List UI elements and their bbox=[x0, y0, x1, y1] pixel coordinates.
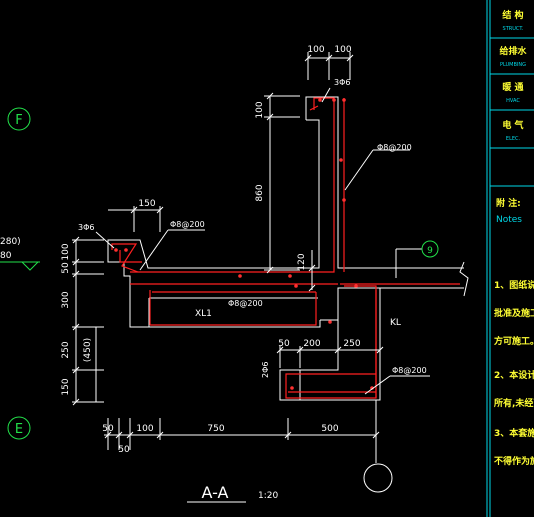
dim-bottom-100: 100 bbox=[136, 424, 153, 434]
rebar-callouts: 3Φ6 3Φ6 2Φ6 Φ8@200 Φ8@200 Φ8@200 Φ8@200 bbox=[78, 78, 430, 395]
grid-axis-f: F bbox=[7, 107, 31, 131]
left-cut-text-1: 280) bbox=[0, 237, 21, 247]
rebar-label-ledge: Φ8@200 bbox=[170, 220, 205, 229]
titleblock-row-hvac: 暖 通 HVAC bbox=[502, 81, 523, 104]
rebar-label-top-tie: 3Φ6 bbox=[334, 78, 350, 87]
dim-wall-height: 100 860 bbox=[255, 92, 300, 274]
rebar-label-slab: Φ8@200 bbox=[228, 299, 263, 308]
notes-line-2: 批准及施工 bbox=[494, 307, 534, 319]
titleblock-row-elec: 电 气 ELEC. bbox=[502, 119, 523, 142]
level-marker bbox=[0, 261, 40, 271]
titleblock-hvac-sub: HVAC bbox=[506, 98, 520, 104]
rebar-label-wall: Φ8@200 bbox=[377, 143, 412, 152]
dim-top-2: 100 bbox=[334, 45, 351, 55]
grid-axis-e: E bbox=[7, 416, 31, 440]
notes-line-5: 所有,未经下 bbox=[494, 397, 534, 409]
titleblock-row-struct: 结 构 STRUCT. bbox=[502, 9, 523, 32]
bubble-9-label: 9 bbox=[427, 246, 433, 256]
notes-line-7: 不得作为施 bbox=[494, 455, 534, 467]
notes-title: 附 注: bbox=[496, 197, 521, 209]
notes-line-3: 方可施工。 bbox=[494, 335, 534, 347]
dim-left-50: 50 bbox=[61, 262, 71, 274]
dim-mid: 50 200 250 bbox=[276, 339, 384, 368]
rebar-dots bbox=[114, 98, 374, 390]
dim-bottom: 50 100 750 500 50 bbox=[102, 418, 380, 455]
titleblock-struct-title: 结 构 bbox=[502, 9, 523, 21]
dim-bottom-50-lower: 50 bbox=[118, 445, 130, 455]
dim-bottom-50: 50 bbox=[102, 424, 114, 434]
dim-top-1: 100 bbox=[307, 45, 324, 55]
titleblock-plumbing-sub: PLUMBING bbox=[500, 62, 526, 68]
dim-120: 120 bbox=[297, 250, 316, 292]
dim-mid-200: 200 bbox=[303, 339, 320, 349]
dim-100-upper: 100 bbox=[255, 101, 265, 118]
dim-left-vertical: 100 50 300 250 (450) 150 bbox=[61, 236, 104, 406]
dim-left-300: 300 bbox=[61, 291, 71, 308]
callout-bubble-9: 9 bbox=[395, 240, 439, 278]
member-label-kl: KL bbox=[390, 318, 401, 328]
titleblock-elec-sub: ELEC. bbox=[506, 136, 521, 142]
dim-mid-50: 50 bbox=[278, 339, 290, 349]
axis-e-label: E bbox=[15, 422, 23, 437]
section-scale: 1:20 bbox=[258, 491, 278, 501]
titleblock-row-plumbing: 给排水 PLUMBING bbox=[499, 45, 527, 68]
column-circle bbox=[363, 463, 393, 493]
titleblock-elec-title: 电 气 bbox=[502, 119, 523, 131]
section-title: A-A 1:20 bbox=[187, 483, 278, 503]
rebar-label-bottom-tie: 2Φ6 bbox=[261, 362, 270, 378]
dim-bottom-500: 500 bbox=[321, 424, 338, 434]
dim-top: 100 100 bbox=[304, 45, 354, 80]
dim-150-text: 150 bbox=[138, 199, 155, 209]
member-label-xl1: XL1 bbox=[195, 309, 212, 319]
dim-left-250: 250 bbox=[61, 341, 71, 358]
dim-120-text: 120 bbox=[297, 253, 307, 270]
rebar-label-left-tie: 3Φ6 bbox=[78, 223, 94, 232]
left-cut-text-2: 80 bbox=[0, 251, 12, 261]
notes-line-6: 3、本套施 bbox=[494, 427, 534, 439]
concrete-outline bbox=[107, 96, 469, 401]
notes-section: 附 注: Notes 1、图纸说 批准及施工 方可施工。 2、本设计 所有,未经… bbox=[494, 197, 534, 467]
notes-sub: Notes bbox=[496, 215, 522, 225]
notes-line-4: 2、本设计 bbox=[494, 369, 534, 381]
dim-mid-250: 250 bbox=[343, 339, 360, 349]
dim-left-150: 150 bbox=[61, 378, 71, 395]
titleblock-plumbing-title: 给排水 bbox=[499, 45, 527, 57]
notes-line-1: 1、图纸说 bbox=[494, 279, 534, 291]
dim-150: 150 bbox=[108, 199, 164, 232]
titleblock-struct-sub: STRUCT. bbox=[503, 26, 524, 32]
dim-860: 860 bbox=[255, 184, 265, 201]
titleblock-hvac-title: 暖 通 bbox=[502, 81, 523, 93]
rebar-label-beam: Φ8@200 bbox=[392, 366, 427, 375]
rebar-layout bbox=[111, 97, 460, 399]
dim-left-100: 100 bbox=[61, 243, 71, 260]
dim-left-450: (450) bbox=[83, 338, 93, 362]
title-block bbox=[486, 0, 534, 517]
dim-bottom-750: 750 bbox=[207, 424, 224, 434]
axis-f-label: F bbox=[15, 113, 22, 128]
section-title-text: A-A bbox=[202, 483, 229, 502]
